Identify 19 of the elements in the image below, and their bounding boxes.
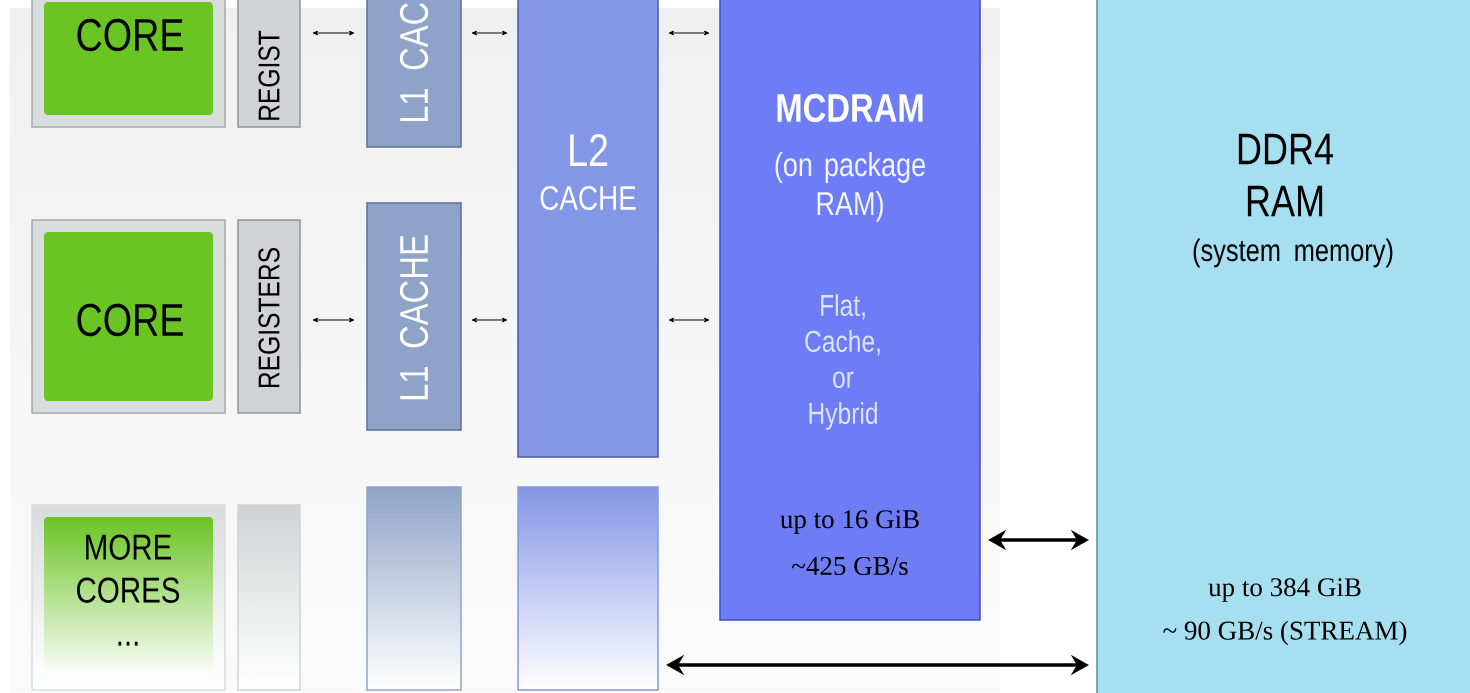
register-bar: REGIST — [237, 0, 301, 128]
core-box: CORE — [31, 219, 226, 414]
arrow — [471, 317, 508, 323]
arrow — [668, 317, 710, 323]
core-box: CORE — [31, 0, 226, 128]
cache-bar: L1 CAC — [366, 0, 462, 148]
register-bar — [237, 504, 301, 691]
arrow — [312, 317, 355, 323]
cache-bar: L2 CACHE — [517, 0, 659, 458]
arrow — [668, 30, 710, 36]
cache-bar — [517, 486, 659, 691]
register-bar: REGISTERS — [237, 219, 301, 414]
arrow — [312, 30, 355, 36]
memory-box: MCDRAM (on package RAM) Flat, Cache, or Hybrid up to 16 GiB ~425 GB/s — [719, 0, 981, 621]
arrow — [471, 30, 508, 36]
cache-bar — [366, 486, 462, 691]
cache-bar: L1 CACHE — [366, 202, 462, 431]
core-box: MORE CORES ... — [31, 504, 226, 691]
memory-box: DDR4 RAM (system memory) up to 384 GiB ~ 90 GB/s (STREAM) — [1096, 0, 1470, 693]
